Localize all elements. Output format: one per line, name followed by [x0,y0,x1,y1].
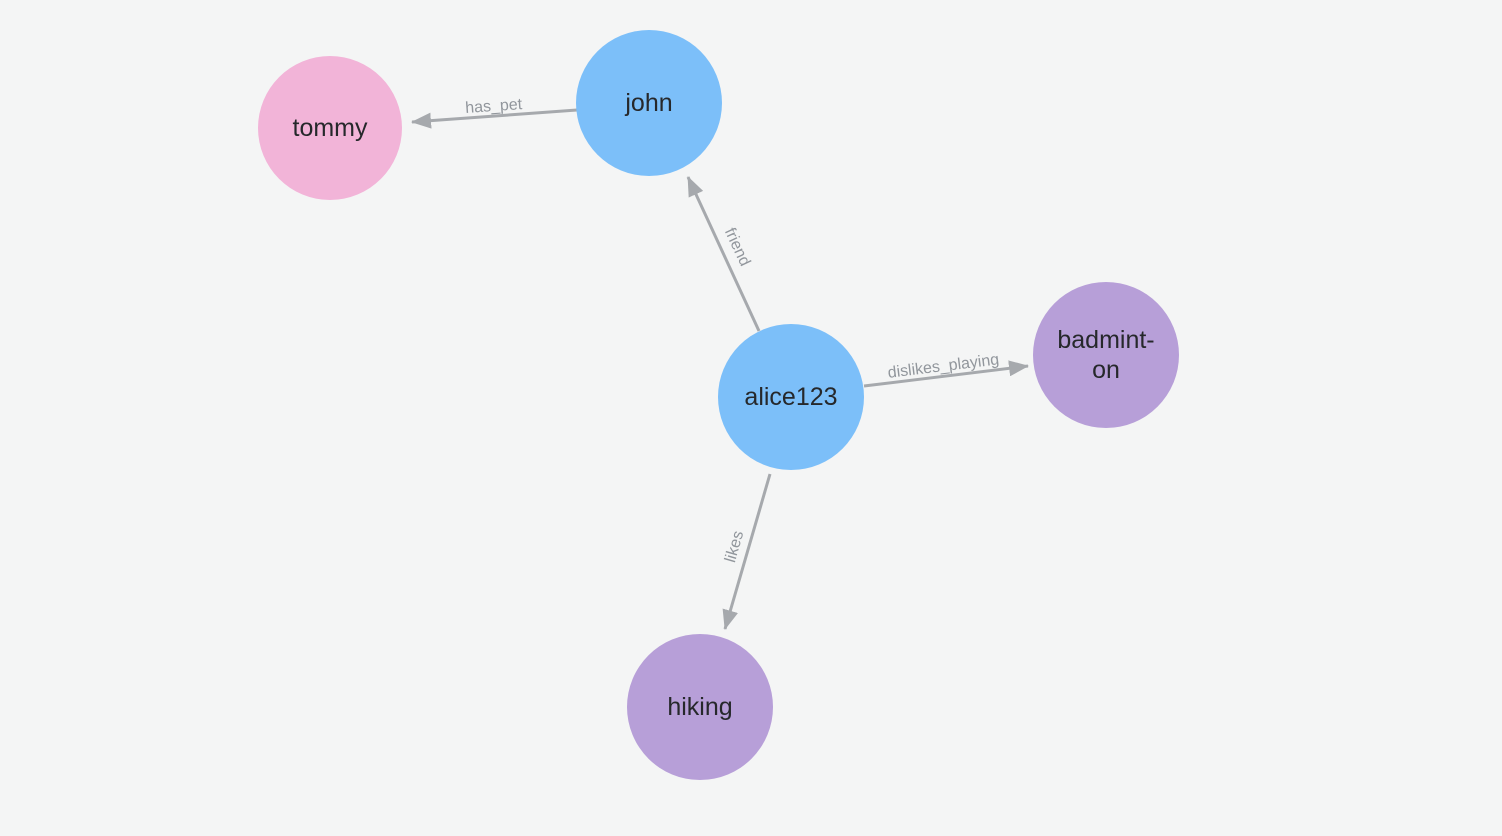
edge-line-friend[interactable] [686,176,761,332]
edge-dislikes-playing[interactable]: dislikes_playing [863,351,1029,388]
node-john[interactable]: john [576,30,722,176]
edge-label-has-pet[interactable]: has_pet [465,96,524,117]
edge-likes[interactable]: likes [722,473,772,630]
edge-has-pet[interactable]: has_pet [411,96,578,129]
edge-friend[interactable]: friend [686,176,761,332]
node-tommy[interactable]: tommy [258,56,402,200]
edge-line-dislikes-playing[interactable] [863,360,1029,388]
node-label-alice123: alice123 [744,383,838,411]
node-hiking[interactable]: hiking [627,634,773,780]
node-label-tommy: tommy [292,114,368,142]
edge-label-likes[interactable]: likes [722,529,747,564]
edge-line-likes[interactable] [722,473,772,630]
node-label-john: john [625,89,673,117]
node-label-badminton: badmint- on [1057,326,1155,384]
node-alice123[interactable]: alice123 [718,324,864,470]
node-label-hiking: hiking [667,693,733,721]
edge-line-has-pet[interactable] [411,108,578,129]
node-badminton[interactable]: badmint- on [1033,282,1179,428]
